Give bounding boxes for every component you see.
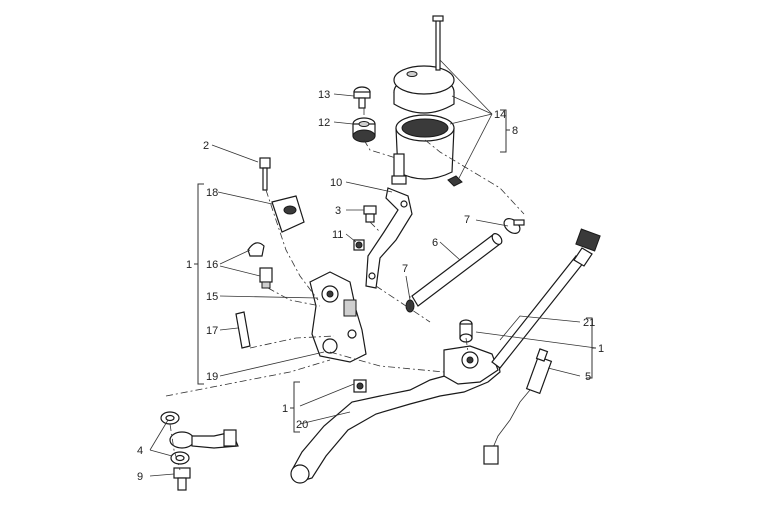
screw-2 bbox=[259, 157, 271, 191]
reservoir-cap bbox=[393, 65, 455, 114]
nut-lower bbox=[353, 379, 367, 393]
reservoir-bolt-13 bbox=[353, 86, 371, 109]
leader-lines bbox=[149, 59, 597, 477]
cable-21 bbox=[491, 228, 601, 369]
reservoir-body bbox=[391, 114, 455, 185]
callout-18: 18 bbox=[206, 187, 218, 199]
banjo-fitting bbox=[169, 429, 239, 449]
hose-clamp-upper bbox=[503, 218, 525, 234]
pin-17 bbox=[235, 311, 251, 349]
callout-10: 10 bbox=[330, 177, 342, 189]
brake-switch-5 bbox=[483, 348, 553, 465]
nut-11 bbox=[353, 239, 365, 251]
reservoir-screw bbox=[432, 15, 444, 71]
cap-16 bbox=[247, 242, 265, 257]
group-brackets bbox=[194, 109, 596, 433]
callout-16: 16 bbox=[206, 259, 218, 271]
callout-labels: 1 1 1 2 3 4 5 6 7 7 8 9 10 11 12 13 14 1… bbox=[137, 89, 604, 483]
callout-20: 20 bbox=[296, 419, 308, 431]
callout-17: 17 bbox=[206, 325, 218, 337]
callout-7-upper: 7 bbox=[464, 214, 470, 226]
callout-8: 8 bbox=[512, 125, 518, 137]
callout-4: 4 bbox=[137, 445, 143, 457]
bolt-3 bbox=[363, 205, 377, 223]
bracket-clip bbox=[447, 175, 463, 187]
callout-21: 21 bbox=[583, 317, 595, 329]
assembly-lines bbox=[165, 108, 525, 471]
callout-19: 19 bbox=[206, 371, 218, 383]
callout-13: 13 bbox=[318, 89, 330, 101]
callout-1-lower: 1 bbox=[282, 403, 288, 415]
banjo-bolt-9 bbox=[173, 467, 191, 491]
callout-1-right: 1 bbox=[598, 343, 604, 355]
callout-7-lower: 7 bbox=[402, 263, 408, 275]
callout-12: 12 bbox=[318, 117, 330, 129]
washer-4-lower bbox=[170, 451, 190, 465]
lever-adjuster-18 bbox=[271, 195, 305, 233]
rubber-bushing-12 bbox=[352, 117, 376, 143]
callout-3: 3 bbox=[335, 205, 341, 217]
callout-15: 15 bbox=[206, 291, 218, 303]
pivot-bushing bbox=[459, 319, 473, 343]
callout-11: 11 bbox=[332, 229, 343, 241]
fitting-16 bbox=[259, 267, 273, 289]
master-cylinder-body bbox=[309, 271, 367, 363]
reservoir-bracket bbox=[365, 187, 413, 289]
callout-5: 5 bbox=[585, 371, 591, 383]
fluid-hose bbox=[411, 233, 503, 307]
callout-9: 9 bbox=[137, 471, 143, 483]
callout-14: 14 bbox=[494, 109, 506, 121]
callout-2: 2 bbox=[203, 140, 209, 152]
callout-1-left: 1 bbox=[186, 259, 192, 271]
washer-4-upper bbox=[160, 411, 180, 425]
callout-6: 6 bbox=[432, 237, 438, 249]
brake-lever-20 bbox=[290, 345, 501, 484]
